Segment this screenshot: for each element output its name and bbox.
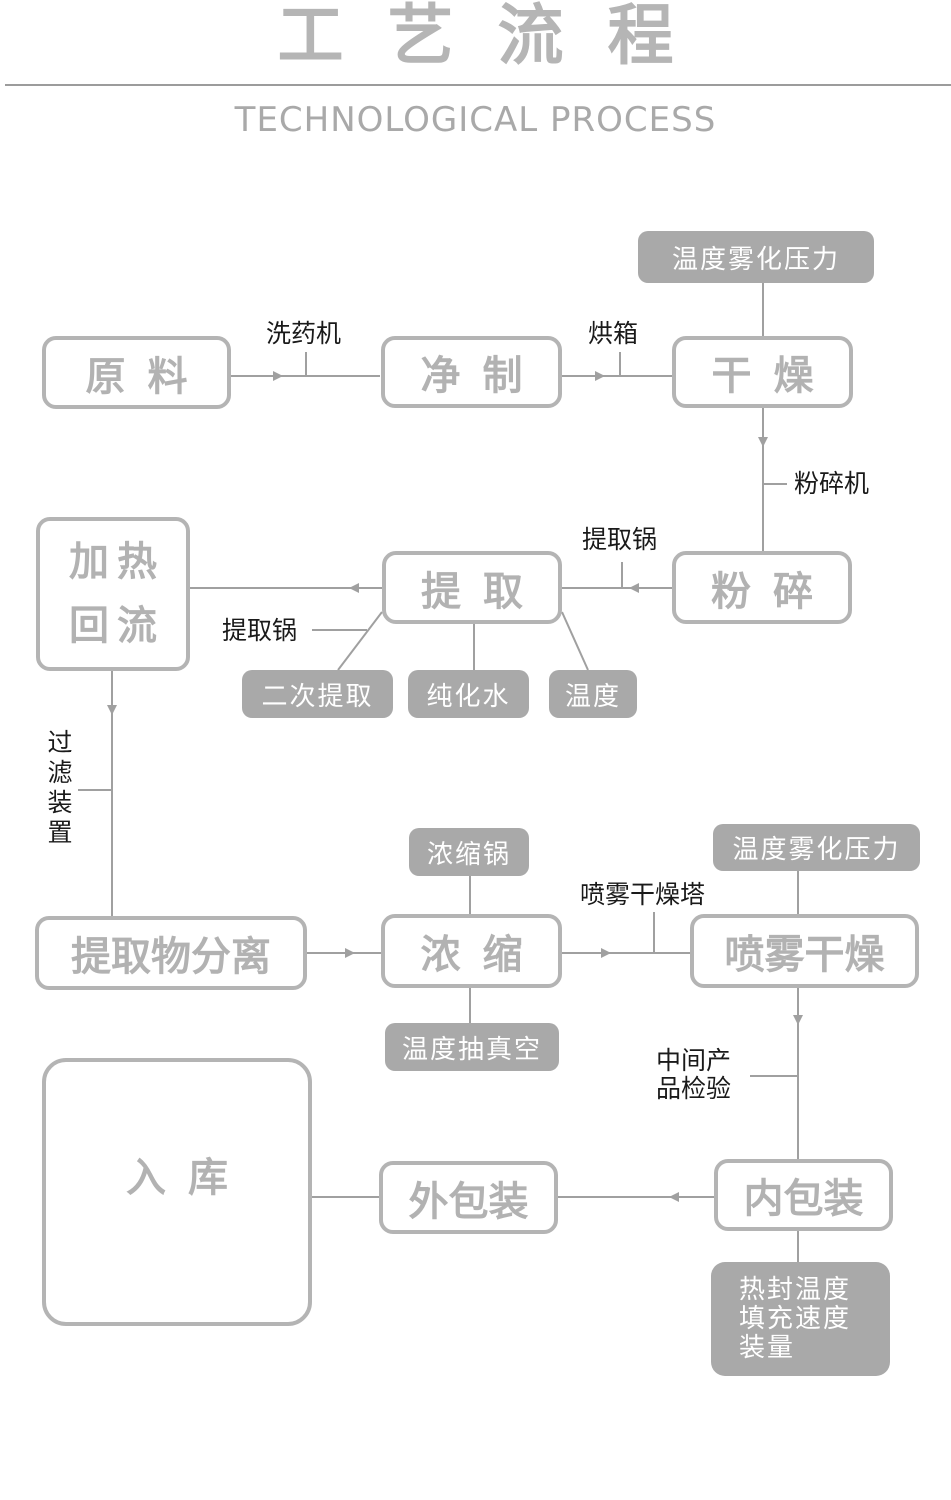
stage-concentrate-label: 浓缩 xyxy=(420,931,545,978)
stage-extract: 提取 xyxy=(382,551,562,624)
label-inspection-line2: 品检验 xyxy=(656,1074,732,1103)
stage-storage-label: 入库 xyxy=(126,1154,250,1201)
stage-heat-reflux-line1: 加热 xyxy=(69,538,165,585)
label-inspection: 中间产 品检验 xyxy=(656,1047,731,1103)
stage-heat-reflux-line2: 回流 xyxy=(69,602,165,649)
stage-extract-label: 提取 xyxy=(421,567,545,615)
label-filter: 过滤装置 xyxy=(47,728,73,847)
pill-pack-params-line3: 装量 xyxy=(739,1332,796,1363)
stage-crush-label: 粉碎 xyxy=(711,567,835,615)
stage-raw-material-label: 原料 xyxy=(85,352,210,400)
stage-heat-reflux: 加热 回流 xyxy=(36,517,190,671)
stage-purify-label: 净制 xyxy=(420,352,545,399)
pill-vacuum: 温度抽真空 xyxy=(385,1023,559,1071)
title-divider xyxy=(5,84,951,86)
stage-outer-pack: 外包装 xyxy=(379,1161,558,1234)
stage-spray-dry: 喷雾干燥 xyxy=(690,914,919,988)
stage-dry-label: 干燥 xyxy=(711,352,836,399)
label-washer: 洗药机 xyxy=(266,319,342,348)
stage-storage: 入库 xyxy=(42,1058,312,1326)
stage-raw-material: 原料 xyxy=(42,336,231,409)
link-secondary xyxy=(337,611,383,671)
stage-purify: 净制 xyxy=(381,336,562,408)
stage-outer-pack-label: 外包装 xyxy=(408,1177,529,1225)
pill-pack-params-line1: 热封温度 xyxy=(739,1274,852,1305)
page-title: 工艺流程 xyxy=(277,0,718,74)
stage-dry: 干燥 xyxy=(672,336,853,408)
label-crusher: 粉碎机 xyxy=(794,469,870,498)
label-extract-pot-top: 提取锅 xyxy=(582,525,658,554)
pill-pack-params: 热封温度 填充速度 装量 xyxy=(711,1262,890,1376)
stage-inner-pack: 内包装 xyxy=(714,1159,893,1231)
pill-dry-params: 温度雾化压力 xyxy=(638,231,874,283)
stage-crush: 粉碎 xyxy=(672,551,852,624)
link-temp xyxy=(561,611,589,671)
label-oven: 烘箱 xyxy=(588,319,639,348)
stage-separation: 提取物分离 xyxy=(35,916,307,990)
pill-spray-params: 温度雾化压力 xyxy=(713,824,920,871)
label-extract-pot-left: 提取锅 xyxy=(222,616,298,645)
stage-concentrate: 浓缩 xyxy=(381,914,562,988)
pill-conc-pot: 浓缩锅 xyxy=(409,828,529,876)
stage-inner-pack-label: 内包装 xyxy=(743,1175,864,1222)
stage-spray-dry-label: 喷雾干燥 xyxy=(724,931,885,978)
pill-pack-params-line2: 填充速度 xyxy=(739,1303,852,1334)
label-spray-tower: 喷雾干燥塔 xyxy=(580,880,706,909)
page-subtitle: TECHNOLOGICAL PROCESS xyxy=(234,100,717,140)
pill-pure-water: 纯化水 xyxy=(408,670,529,718)
pill-secondary-extract: 二次提取 xyxy=(242,670,393,718)
pill-temperature: 温度 xyxy=(549,670,637,718)
label-inspection-line1: 中间产 xyxy=(656,1046,732,1075)
stage-separation-label: 提取物分离 xyxy=(71,933,271,980)
